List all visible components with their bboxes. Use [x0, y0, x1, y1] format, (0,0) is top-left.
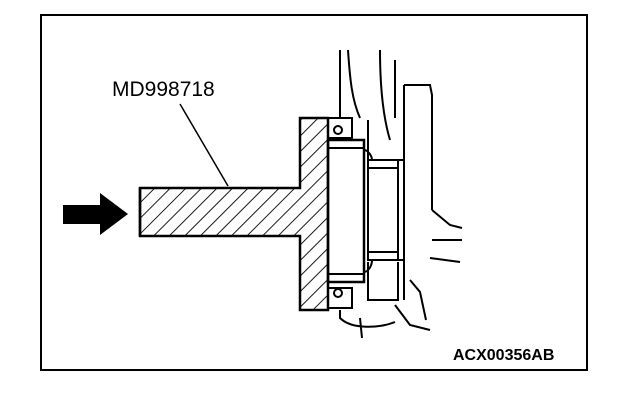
special-tool-md998718 [138, 116, 330, 312]
part-number-label: MD998718 [112, 78, 215, 101]
label-leader-line [179, 103, 229, 187]
push-direction-arrow-icon [63, 193, 128, 235]
housing-assembly [326, 49, 463, 339]
figure-code: ACX00356AB [453, 347, 555, 364]
